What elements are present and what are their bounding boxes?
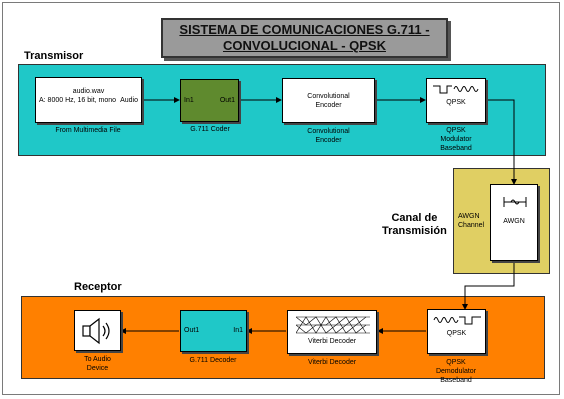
qpsk-demodulator-block[interactable]: QPSK xyxy=(427,309,486,354)
viterbi-caption: Viterbi Decoder xyxy=(307,359,357,366)
audio-port-label: Audio xyxy=(120,97,138,104)
convolutional-encoder-block[interactable]: Convolutional Encoder xyxy=(282,78,375,123)
file-format-text: A: 8000 Hz, 16 bit, mono xyxy=(39,97,117,104)
awgn-channel-block[interactable]: AWGN xyxy=(490,184,538,261)
awgn-side-label: AWGN Channel xyxy=(458,213,485,229)
receiver-label: Receptor xyxy=(74,281,122,293)
channel-label: Canal de Transmisión xyxy=(382,212,447,237)
diagram-title-box: SISTEMA DE COMUNICACIONES G.711 - CONVOL… xyxy=(161,18,448,58)
viterbi-trellis-icon xyxy=(296,316,370,334)
modulator-caption: QPSK Modulator Baseband xyxy=(440,127,472,152)
encoder-caption: Convolutional Encoder xyxy=(307,128,350,144)
modulator-waveform-icon xyxy=(433,85,479,94)
modulator-block-text: QPSK xyxy=(446,99,466,106)
from-multimedia-file-block[interactable]: audio.wav A: 8000 Hz, 16 bit, mono Audio xyxy=(35,77,142,123)
coder-out-port: Out1 xyxy=(219,97,235,104)
line-mod-to-awgn xyxy=(486,99,515,180)
awgn-block-text: AWGN xyxy=(503,218,525,225)
viterbi-decoder-block[interactable]: Viterbi Decoder xyxy=(287,310,377,354)
g711-coder-block[interactable]: In1 Out1 xyxy=(180,79,239,122)
qpsk-modulator-block[interactable]: QPSK xyxy=(426,78,486,123)
line-awgn-to-demod xyxy=(464,260,515,306)
demodulator-caption: QPSK Demodulator Baseband xyxy=(435,359,477,384)
g711-decoder-caption: G.711 Decoder xyxy=(189,357,237,364)
speaker-icon xyxy=(82,317,110,345)
viterbi-block-text: Viterbi Decoder xyxy=(307,338,357,345)
audio-device-block[interactable] xyxy=(74,310,121,351)
diagram-title: SISTEMA DE COMUNICACIONES G.711 - CONVOL… xyxy=(179,22,430,53)
audio-device-caption: To Audio Device xyxy=(84,356,111,372)
g711-decoder-block[interactable]: Out1 In1 xyxy=(180,310,247,352)
diagram-frame xyxy=(2,2,560,395)
encoder-block-text: Convolutional Encoder xyxy=(307,93,350,109)
transmitter-label: Transmisor xyxy=(24,50,84,62)
decoder-out-port: Out1 xyxy=(184,327,200,334)
demodulator-waveform-icon xyxy=(433,316,481,325)
decoder-in-port: In1 xyxy=(233,327,243,334)
coder-in-port: In1 xyxy=(184,97,194,104)
from-file-caption: From Multimedia File xyxy=(55,127,121,134)
g711-coder-caption: G.711 Coder xyxy=(190,126,230,133)
awgn-noise-icon xyxy=(503,197,527,207)
demodulator-block-text: QPSK xyxy=(446,330,467,337)
file-name-text: audio.wav xyxy=(72,88,105,95)
